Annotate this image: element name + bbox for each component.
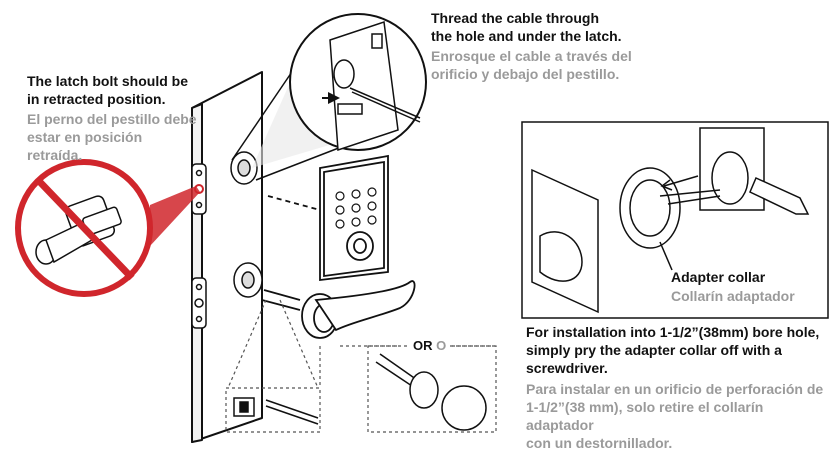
cable-note-es: Enrosque el cable a través del orificio … bbox=[431, 47, 632, 83]
latch-faceplate bbox=[191, 163, 207, 329]
collar-arrow bbox=[659, 175, 699, 271]
cable-note-en-line1: Thread the cable through bbox=[431, 10, 600, 26]
collar-label-en: Adapter collar bbox=[671, 269, 766, 285]
bore-note-en-line3: screwdriver. bbox=[526, 360, 608, 376]
prohibited-latch-illustration bbox=[15, 159, 200, 297]
cable-note-en: Thread the cable through the hole and un… bbox=[431, 9, 622, 45]
bore-note-en-line1: For installation into 1-1/2”(38mm) bore … bbox=[526, 324, 820, 340]
bore-note-es-line2: 1-1/2”(38 mm), solo retire el collarín a… bbox=[526, 399, 764, 433]
deadbolt-bore-hole bbox=[230, 151, 258, 185]
knob-illustration bbox=[375, 353, 487, 431]
or-label-en: OR bbox=[413, 338, 433, 353]
adapter-illustration bbox=[531, 127, 810, 314]
or-label-es: O bbox=[436, 338, 447, 353]
spindle-illustration bbox=[233, 397, 319, 425]
latch-note-en: The latch bolt should be in retracted po… bbox=[27, 72, 188, 108]
collar-label-es: Collarín adaptador bbox=[671, 288, 795, 304]
bore-note-es: Para instalar en un orificio de perforac… bbox=[526, 380, 833, 452]
bore-note-es-line1: Para instalar en un orificio de perforac… bbox=[526, 381, 824, 397]
bore-note-en-line2: simply pry the adapter collar off with a bbox=[526, 342, 782, 358]
cable-note-es-line1: Enrosque el cable a través del bbox=[431, 48, 632, 64]
latch-note-en-line2: in retracted position. bbox=[27, 91, 166, 107]
bore-note-en: For installation into 1-1/2”(38mm) bore … bbox=[526, 323, 819, 377]
latch-note-es-line2: estar en posición bbox=[27, 129, 143, 145]
or-label: OR O bbox=[410, 337, 450, 355]
latch-note-es: El perno del pestillo debe estar en posi… bbox=[27, 110, 197, 164]
bore-note-es-line3: con un destornillador. bbox=[526, 435, 673, 451]
keypad-deadbolt bbox=[267, 154, 389, 282]
latch-note-es-line3: retraída. bbox=[27, 147, 83, 163]
latch-note-es-line1: El perno del pestillo debe bbox=[27, 111, 197, 127]
cable-note-en-line2: the hole and under the latch. bbox=[431, 28, 622, 44]
lever-bore-hole bbox=[233, 262, 263, 298]
cable-note-es-line2: orificio y debajo del pestillo. bbox=[431, 66, 620, 82]
latch-note-en-line1: The latch bolt should be bbox=[27, 73, 188, 89]
cable-zoom-callout bbox=[231, 13, 427, 181]
option-callouts bbox=[225, 299, 497, 433]
lever-handle bbox=[261, 280, 416, 339]
door bbox=[191, 71, 263, 443]
